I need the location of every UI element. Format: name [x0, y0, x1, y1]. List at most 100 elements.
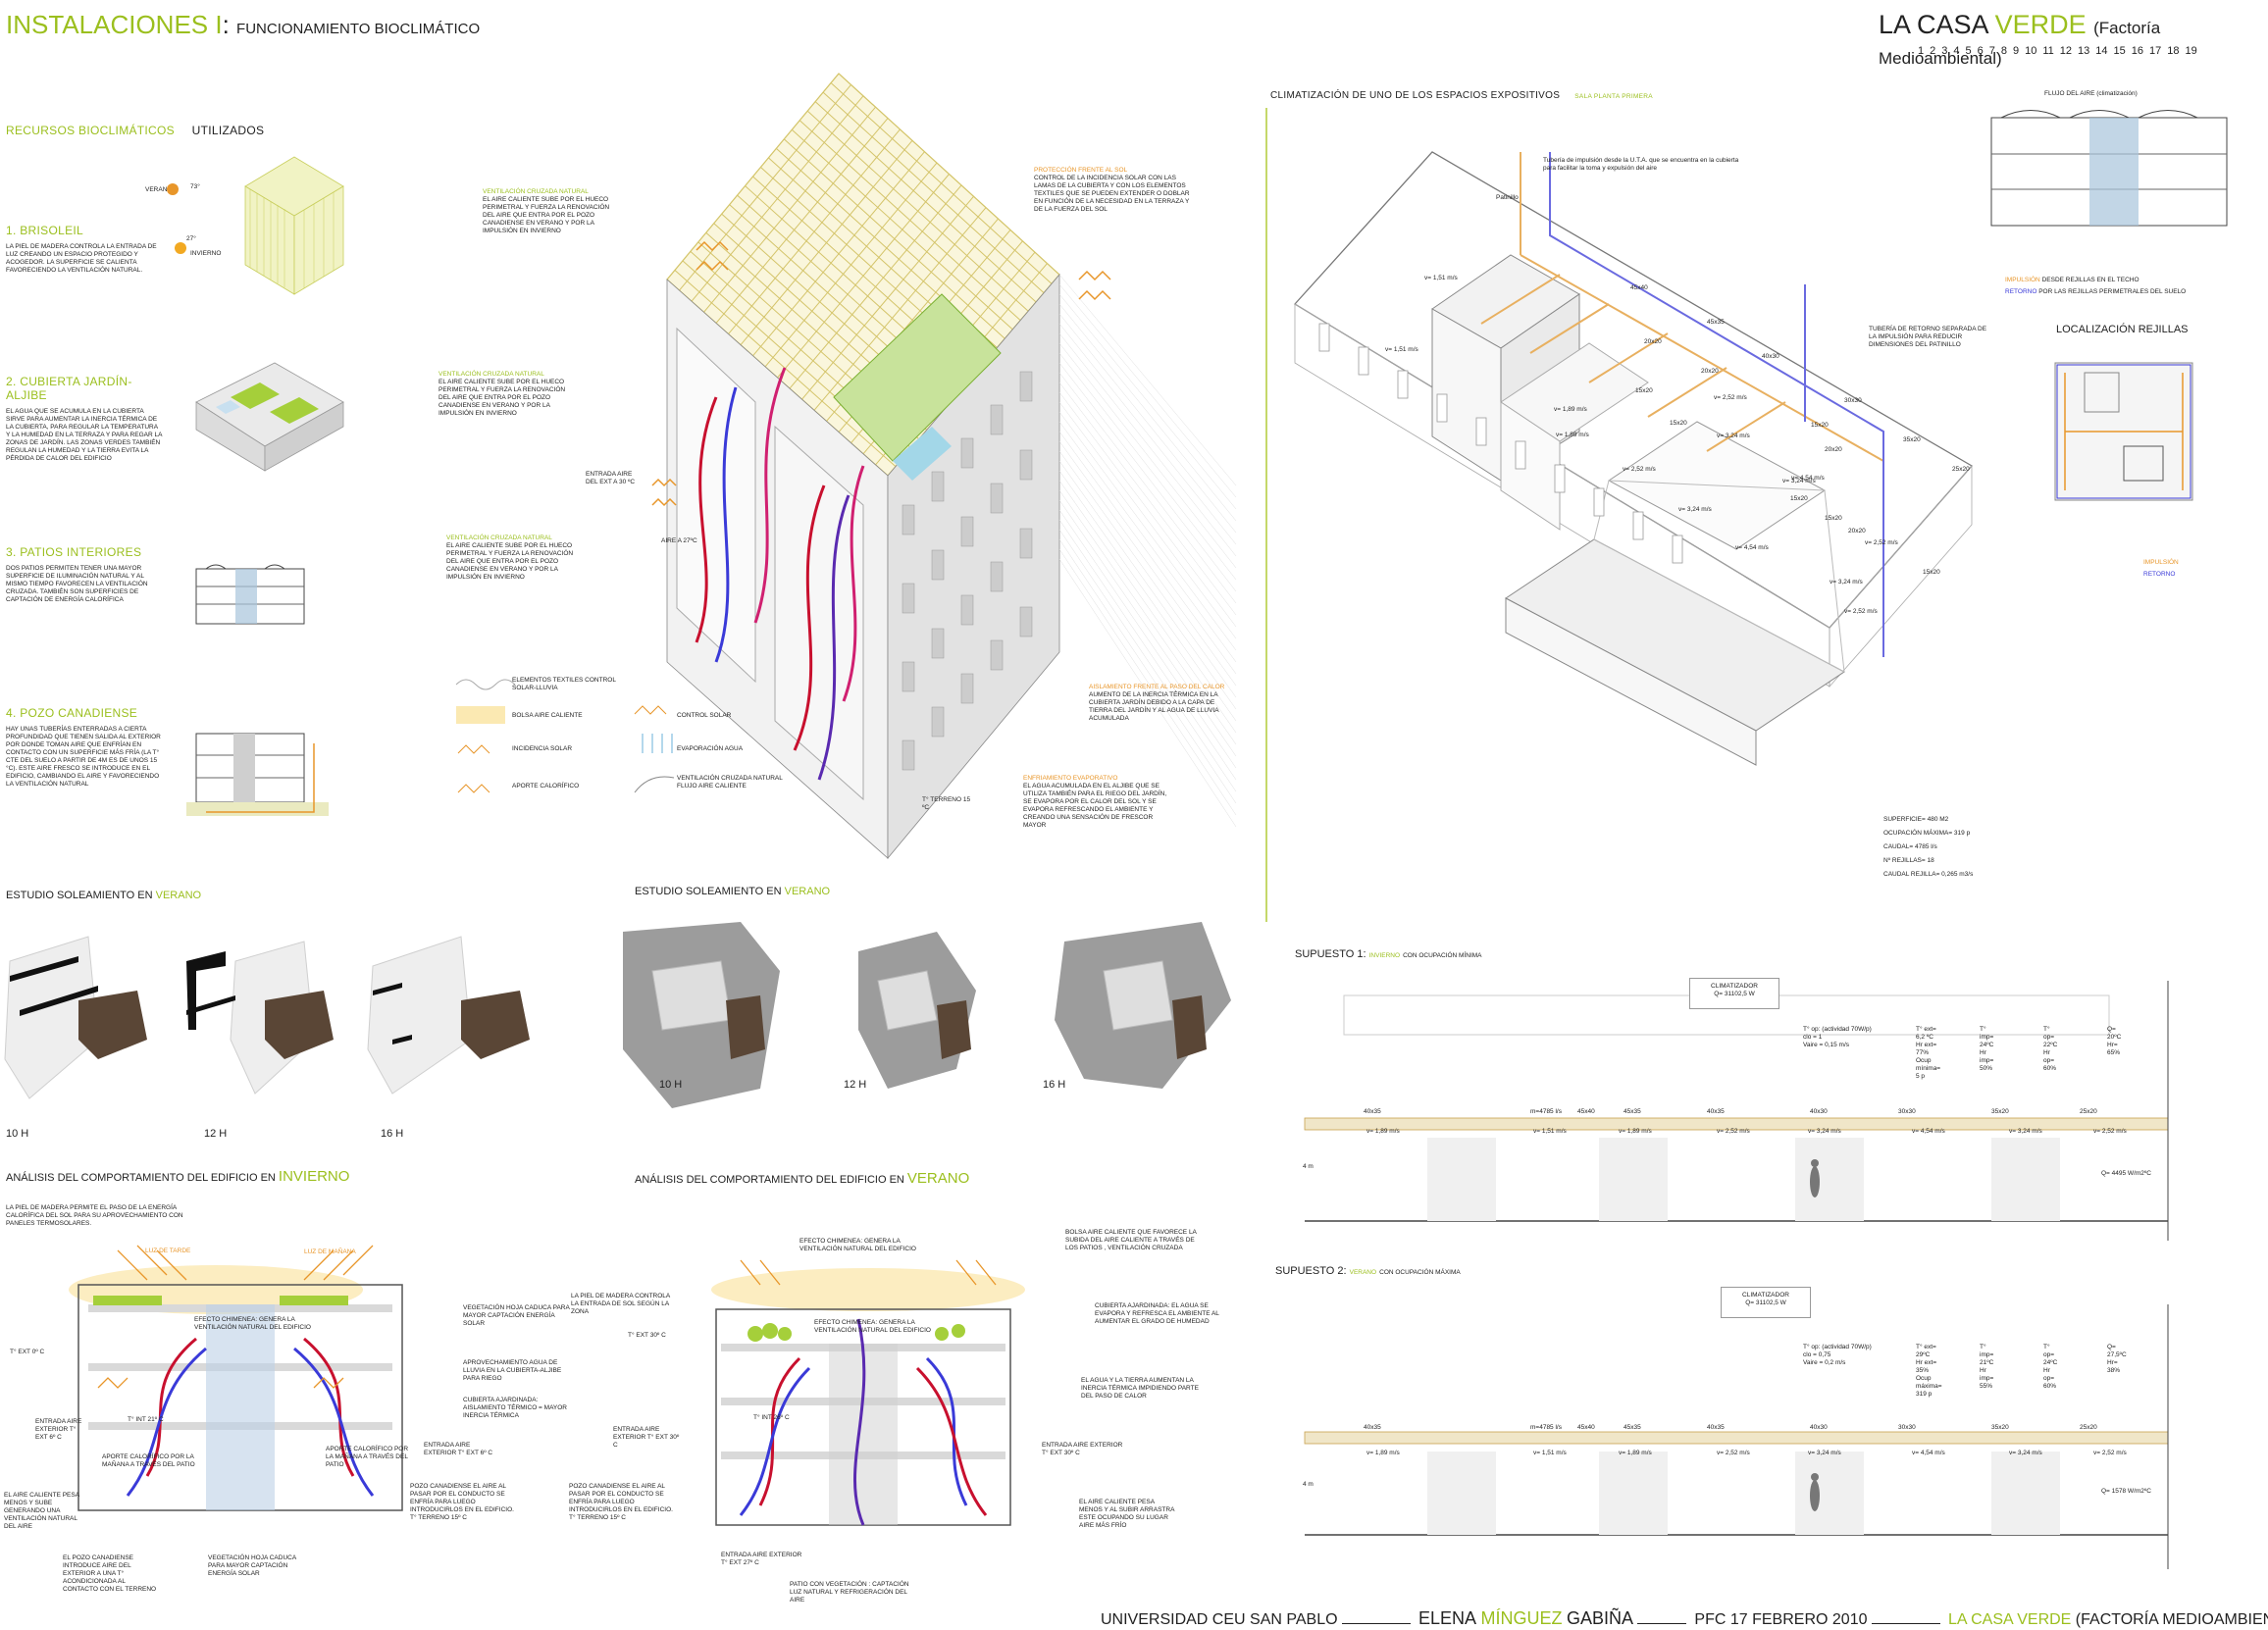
- brisoleil-axo: [244, 156, 344, 295]
- facade-window: [931, 628, 945, 659]
- page-number[interactable]: 9: [2013, 45, 2020, 57]
- page-number[interactable]: 8: [2000, 45, 2007, 57]
- winter-pozo-bottom: EL POZO CANADIENSE INTRODUCE AIRE DEL EX…: [63, 1554, 157, 1593]
- flujo-title: FLUJO DEL AIRE (climatización): [2044, 90, 2138, 97]
- duct-size-label: 40x30: [1810, 1424, 1828, 1431]
- roof-slat: [740, 140, 913, 345]
- facade-window: [902, 739, 915, 771]
- winter-t-int: T° INT 21º C: [128, 1416, 164, 1423]
- duct-size-label: 15x20: [1670, 420, 1687, 427]
- room-window: [1672, 535, 1683, 564]
- page-number[interactable]: 5: [1965, 45, 1972, 57]
- tuberia-ret: TUBERÍA DE RETORNO SEPARADA DE LA IMPULS…: [1869, 326, 1987, 348]
- page-number[interactable]: 16: [2131, 45, 2144, 57]
- velocity-label: v= 3,24 m/s: [1782, 478, 1816, 484]
- s2-q-right: Q= 1578 W/m2ºC: [2101, 1488, 2151, 1495]
- duct-size-label: 35x20: [1991, 1108, 2009, 1115]
- item-3-text: DOS PATIOS PERMITEN TENER UNA MAYOR SUPE…: [6, 565, 148, 603]
- page-number[interactable]: 14: [2095, 45, 2108, 57]
- param-value: T° op= 22ºC: [2043, 1026, 2058, 1048]
- room-window: [1397, 370, 1409, 399]
- guide-line: [1058, 499, 1237, 757]
- velocity-label: v= 2,52 m/s: [1865, 539, 1898, 546]
- guide-line: [1058, 519, 1237, 781]
- guide-line: [1058, 372, 1237, 604]
- shadow-study-left: [4, 936, 530, 1099]
- supuesto-1-title: SUPUESTO 1: INVIERNO CON OCUPACIÓN MÍNIM…: [1295, 948, 1482, 960]
- facade-window: [990, 404, 1004, 435]
- page-number[interactable]: 10: [2025, 45, 2037, 57]
- param-value: Hr op= 60%: [2043, 1049, 2057, 1072]
- item-4-text: HAY UNAS TUBERÍAS ENTERRADAS A CIERTA PR…: [6, 726, 161, 788]
- velocity-label: v= 4,54 m/s: [1912, 1450, 1945, 1456]
- page-number[interactable]: 4: [1953, 45, 1960, 57]
- page-number[interactable]: 12: [2059, 45, 2073, 57]
- duct-size-label: 15x20: [1923, 569, 1940, 576]
- guide-line: [1058, 411, 1237, 651]
- page-number[interactable]: 17: [2149, 45, 2162, 57]
- page-number[interactable]: 15: [2113, 45, 2126, 57]
- page-number[interactable]: 7: [1988, 45, 1995, 57]
- duct-size-label: 20x20: [1825, 446, 1842, 453]
- duct-size-label: 45x40: [1577, 1424, 1595, 1431]
- sun-invierno-icon: [175, 242, 186, 254]
- roof-slat: [715, 118, 889, 324]
- page-number[interactable]: 3: [1941, 45, 1948, 57]
- summer-chimenea-top: EFECTO CHIMENEA: GENERA LA VENTILACIÓN N…: [799, 1238, 916, 1252]
- guide-line: [1058, 489, 1237, 745]
- page-number[interactable]: 1: [1918, 45, 1925, 57]
- legend-textile-icon: [455, 679, 516, 690]
- luz-tarde: LUZ DE TARDE: [145, 1248, 191, 1254]
- t-terreno-label: T° TERRENO 15 ºC: [922, 796, 971, 811]
- duct-size-label: 40x30: [1810, 1108, 1828, 1115]
- cubierta-jardin-axo: [195, 362, 344, 472]
- summer-cubierta: CUBIERTA AJARDINADA: EL AGUA SE EVAPORA …: [1095, 1302, 1219, 1325]
- axo-note-2: VENTILACIÓN CRUZADA NATURAL EL AIRE CALI…: [438, 371, 566, 417]
- duct-size-label: 25x20: [1952, 466, 1970, 473]
- page-number[interactable]: 13: [2078, 45, 2090, 57]
- param-value: Hr ext= 77%: [1916, 1042, 1937, 1056]
- loc-imp: IMPULSIÓN: [2143, 559, 2179, 566]
- guide-line: [1058, 480, 1237, 734]
- facade-window: [990, 639, 1004, 671]
- stat-rejillas: Nº REJILLAS= 18: [1883, 857, 1934, 864]
- facade-window: [1019, 371, 1033, 402]
- duct-size-label: 40x30: [1762, 353, 1779, 360]
- clima-title: CLIMATIZACIÓN DE UNO DE LOS ESPACIOS EXP…: [1270, 90, 1653, 101]
- param-value: T° op= 24ºC: [2043, 1344, 2058, 1366]
- velocity-label: v= 1,89 m/s: [1619, 1450, 1652, 1456]
- velocity-label: v= 1,89 m/s: [1556, 432, 1589, 438]
- legend-control: CONTROL SOLAR: [677, 712, 732, 719]
- brand-title: LA CASA VERDE (Factoría Medioambiental): [1879, 10, 2268, 71]
- room-window: [1632, 511, 1644, 540]
- winter-agua: APROVECHAMIENTO AGUA DE LLUVIA EN LA CUB…: [463, 1359, 562, 1382]
- footer-uni: UNIVERSIDAD CEU SAN PABLO: [1101, 1611, 1338, 1628]
- guide-line: [1058, 352, 1237, 581]
- flujo-section: [1990, 110, 2228, 227]
- summer-entrada: ENTRADA AIRE EXTERIOR T° EXT 30º C: [613, 1426, 680, 1449]
- page-number[interactable]: 18: [2167, 45, 2180, 57]
- axo-legend: ELEMENTOS TEXTILES CONTROL SOLAR-LLUVIA …: [451, 675, 834, 822]
- title-sub: FUNCIONAMIENTO BIOCLIMÁTICO: [236, 21, 481, 37]
- guide-line: [1058, 440, 1237, 687]
- page-number[interactable]: 19: [2185, 45, 2197, 57]
- roof-slat: [813, 207, 987, 411]
- climatizador-2-label: CLIMATIZADOR: [1742, 1292, 1789, 1299]
- summer-t-int: T° INT 26º C: [753, 1414, 790, 1421]
- param-value: Hr ext= 35%: [1916, 1359, 1937, 1374]
- page-number[interactable]: 11: [2042, 45, 2054, 57]
- duct-size-label: 40x35: [1364, 1424, 1381, 1431]
- summer-pozo: POZO CANADIENSE EL AIRE AL PASAR POR EL …: [569, 1483, 673, 1521]
- guide-line: [1058, 470, 1237, 722]
- page-number[interactable]: 6: [1977, 45, 1984, 57]
- guide-line: [1058, 332, 1237, 557]
- guide-line: [1058, 303, 1237, 522]
- page-number[interactable]: 2: [1930, 45, 1936, 57]
- duct-size-label: m=4785 l/s: [1530, 1424, 1562, 1431]
- guide-line: [1058, 293, 1237, 510]
- facade-window: [902, 504, 915, 535]
- brand-green: VERDE: [1994, 10, 2087, 39]
- velocity-label: v= 3,24 m/s: [1808, 1450, 1841, 1456]
